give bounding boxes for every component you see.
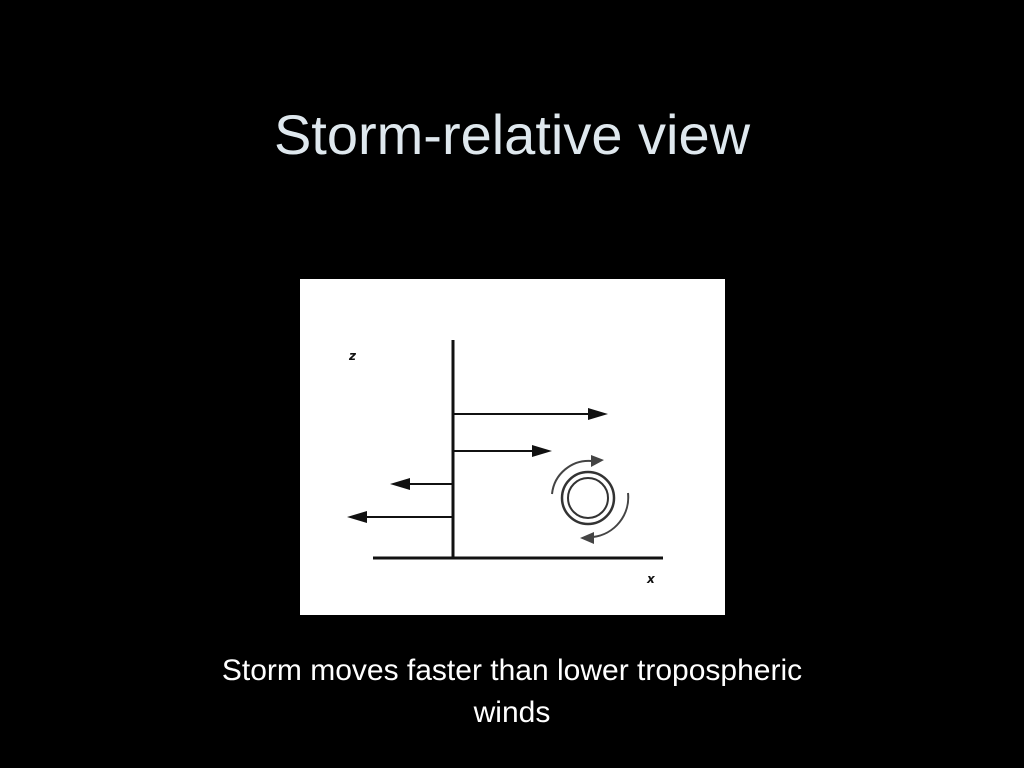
caption-line-1: Storm moves faster than lower tropospher… [221, 654, 803, 687]
slide-caption: Storm moves faster than lower tropospher… [112, 650, 912, 734]
diagram-svg: z x [347, 340, 663, 586]
z-axis-label: z [348, 349, 357, 363]
rotation-icon [551, 455, 630, 544]
x-axis-label: x [646, 572, 656, 586]
wind-arrow-upper-right [453, 408, 608, 420]
storm-relative-diagram: z x [300, 279, 725, 615]
wind-arrow-mid-right [453, 445, 552, 457]
wind-arrow-lowest-left [347, 511, 453, 523]
caption-line-2: winds [473, 696, 551, 729]
wind-arrow-low-left [390, 478, 453, 490]
slide-title: Storm-relative view [273, 103, 751, 166]
